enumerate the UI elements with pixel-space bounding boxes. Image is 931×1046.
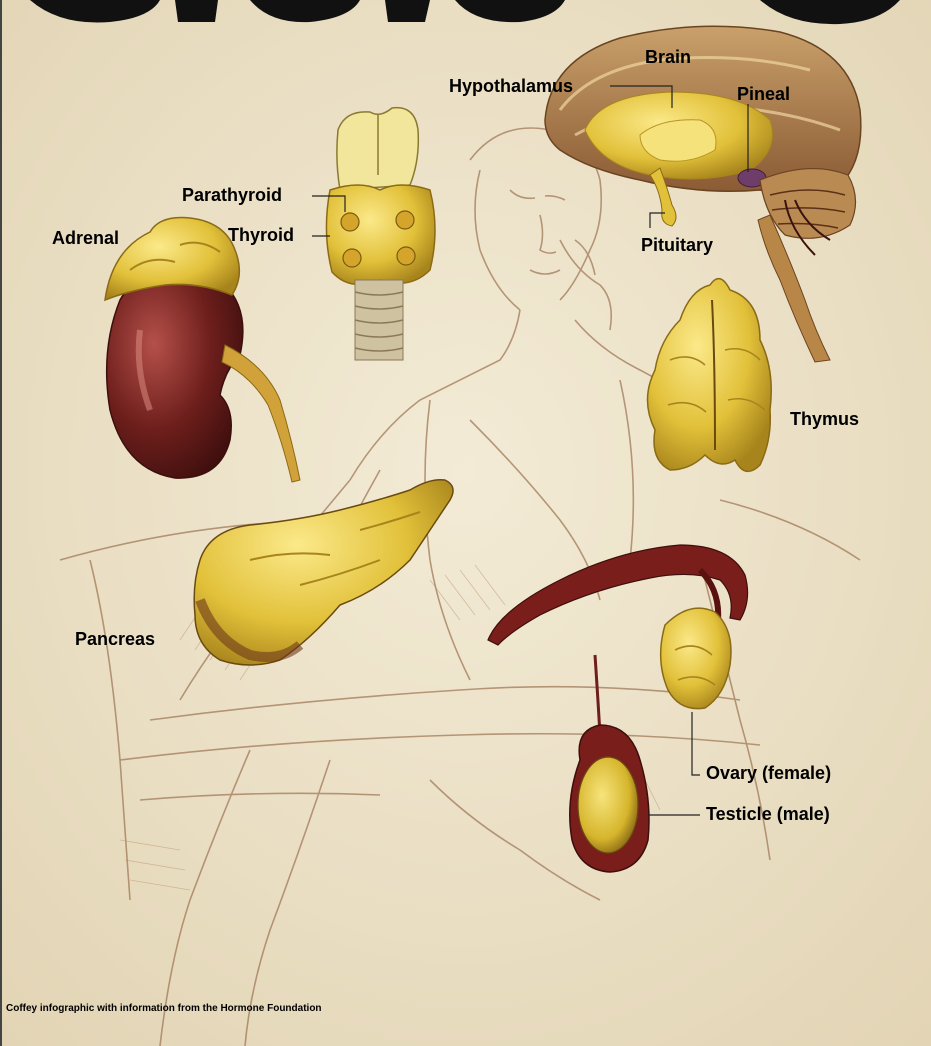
credit-line: Coffey infographic with information from… (6, 1003, 322, 1014)
label-testicle: Testicle (male) (706, 805, 830, 823)
label-pituitary: Pituitary (641, 236, 713, 254)
label-ovary: Ovary (female) (706, 764, 831, 782)
label-thyroid: Thyroid (228, 226, 294, 244)
label-parathyroid: Parathyroid (182, 186, 282, 204)
label-pineal: Pineal (737, 85, 790, 103)
label-brain: Brain (645, 48, 691, 66)
label-hypothalamus: Hypothalamus (449, 77, 573, 95)
label-pancreas: Pancreas (75, 630, 155, 648)
label-thymus: Thymus (790, 410, 859, 428)
label-adrenal: Adrenal (52, 229, 119, 247)
